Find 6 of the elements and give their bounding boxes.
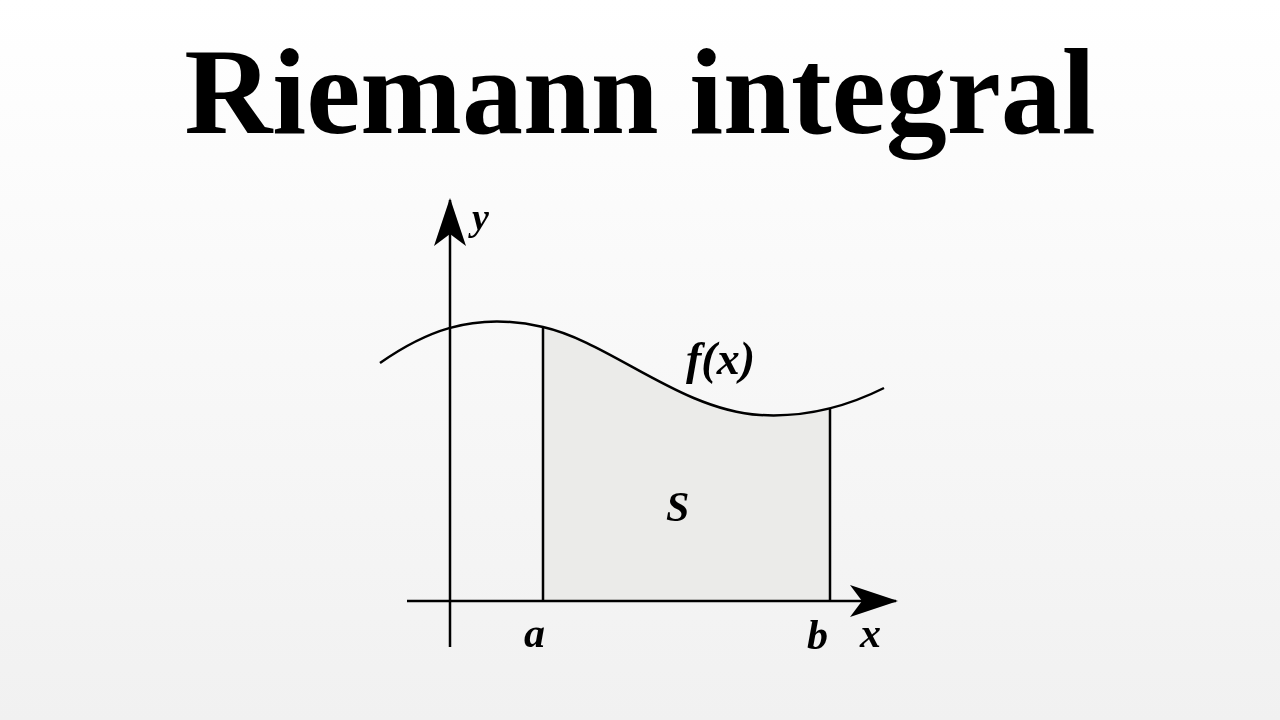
title: Riemann integral (183, 23, 1097, 162)
axis-label: x (860, 612, 881, 654)
bound-label: a (524, 612, 545, 654)
bound-label: b (807, 614, 828, 656)
area-label: S (666, 486, 690, 528)
function-label: f(x) (686, 336, 755, 382)
